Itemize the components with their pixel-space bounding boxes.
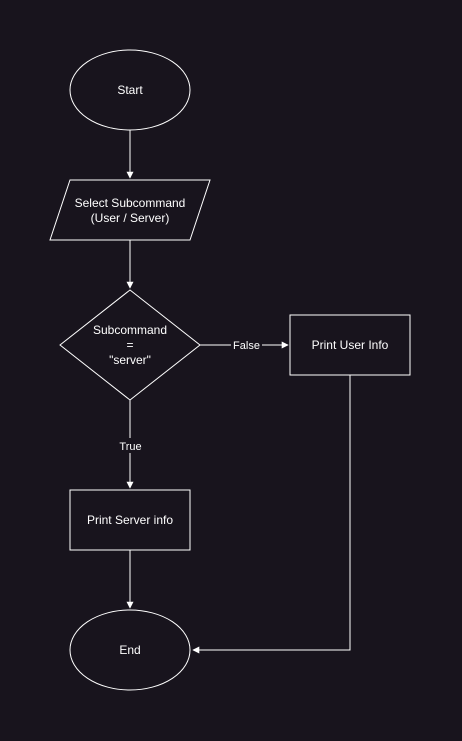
edge-print-user-to-end xyxy=(192,375,351,654)
end-label: End xyxy=(119,643,140,657)
true-edge-label: True xyxy=(119,441,141,453)
print-server-info-node[interactable]: Print Server info xyxy=(69,489,191,551)
print-user-info-node[interactable]: Print User Info xyxy=(289,314,411,376)
decision-label-line1: Subcommand xyxy=(93,323,167,337)
true-label-bg xyxy=(117,438,144,453)
start-node[interactable]: Start xyxy=(69,49,191,131)
select-subcommand-label-line2: (User / Server) xyxy=(91,211,170,225)
decision-label-line3: "server" xyxy=(109,353,151,367)
select-subcommand-label-line1: Select Subcommand xyxy=(75,196,186,210)
end-node[interactable]: End xyxy=(69,609,191,691)
false-edge-label: False xyxy=(233,340,260,352)
decision-label-line2: = xyxy=(126,338,133,352)
start-label: Start xyxy=(117,83,143,97)
decision-node[interactable]: Subcommand = "server" xyxy=(59,289,201,401)
select-subcommand-node[interactable]: Select Subcommand (User / Server) xyxy=(49,179,211,241)
print-user-info-label: Print User Info xyxy=(312,338,389,352)
false-label-bg xyxy=(231,338,262,352)
print-server-info-label: Print Server info xyxy=(87,513,173,527)
